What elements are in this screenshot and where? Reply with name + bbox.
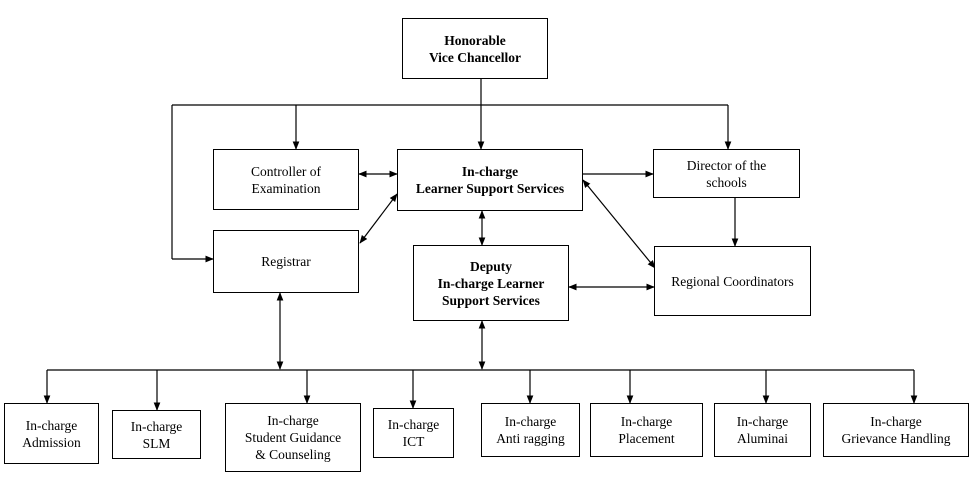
controller-of-examination-box: Controller of Examination <box>213 149 359 210</box>
incharge-ict-box: In-charge ICT <box>373 408 454 458</box>
incharge-anti-ragging-box: In-charge Anti ragging <box>481 403 580 457</box>
incharge-grievance-handling-box: In-charge Grievance Handling <box>823 403 969 457</box>
incharge-aluminai-box: In-charge Aluminai <box>714 403 811 457</box>
vice-chancellor-box: Honorable Vice Chancellor <box>402 18 548 79</box>
director-of-schools-box: Director of the schools <box>653 149 800 198</box>
incharge-learner-support-box: In-charge Learner Support Services <box>397 149 583 211</box>
regional-coordinators-box: Regional Coordinators <box>654 246 811 316</box>
incharge-admission-box: In-charge Admission <box>4 403 99 464</box>
registrar-box: Registrar <box>213 230 359 293</box>
lss-regional-arrow <box>582 179 656 269</box>
incharge-placement-box: In-charge Placement <box>590 403 703 457</box>
incharge-student-guidance-box: In-charge Student Guidance & Counseling <box>225 403 361 472</box>
deputy-incharge-box: Deputy In-charge Learner Support Service… <box>413 245 569 321</box>
incharge-slm-box: In-charge SLM <box>112 410 201 459</box>
registrar-lss-arrow <box>359 193 398 244</box>
